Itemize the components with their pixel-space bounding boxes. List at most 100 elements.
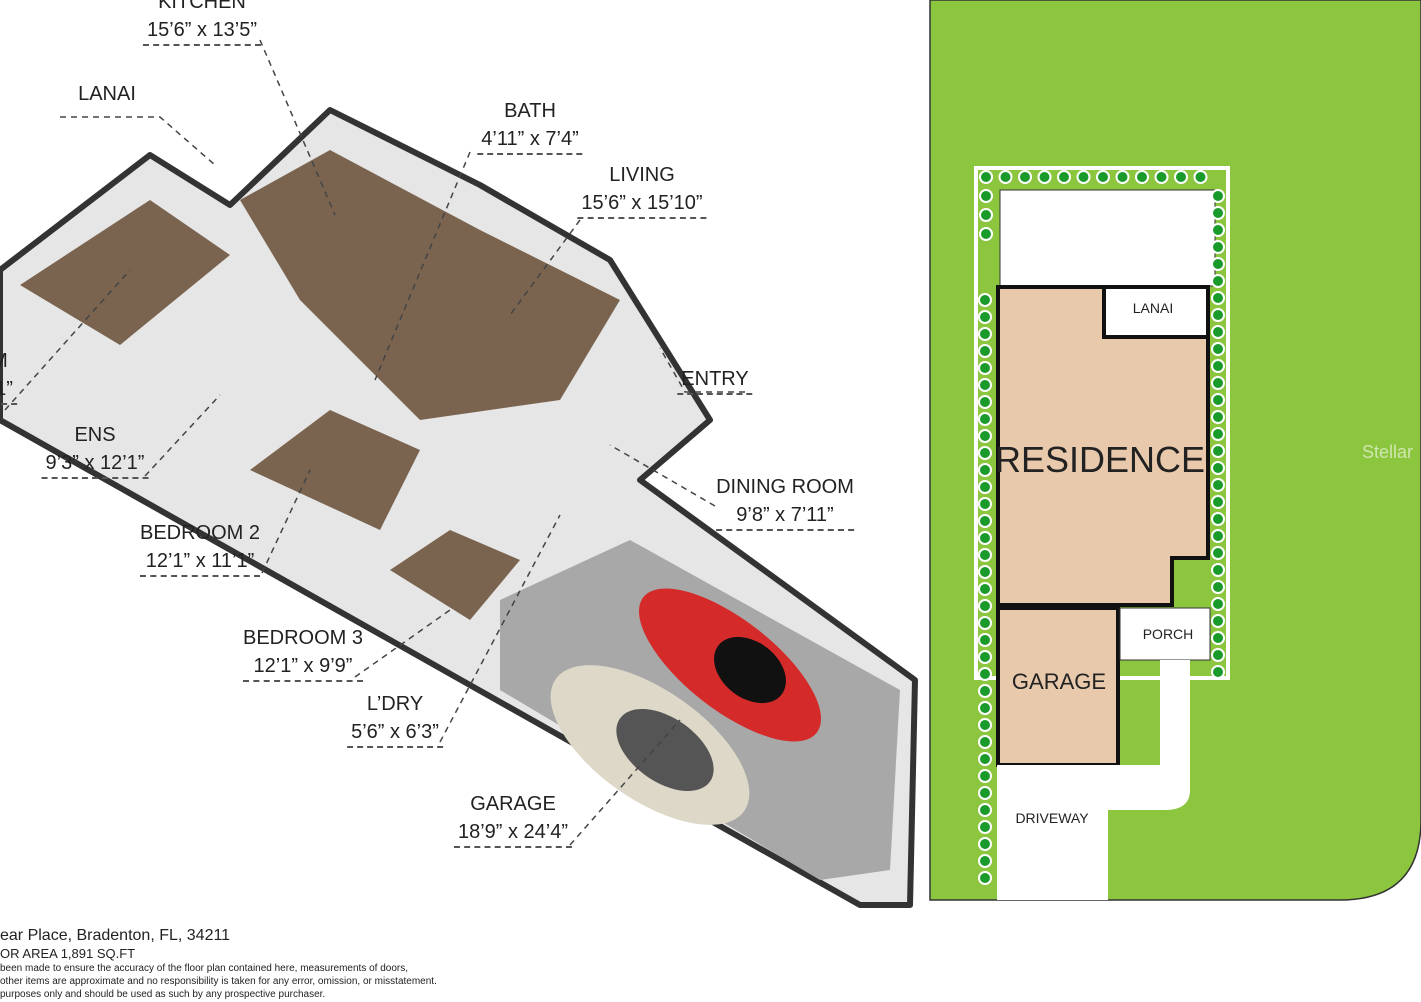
tree-icon: [978, 769, 992, 783]
room-label-master-cut: M 1”: [0, 347, 17, 405]
tree-icon: [978, 548, 992, 562]
tree-icon: [978, 327, 992, 341]
walkway: [1108, 660, 1190, 810]
tree-icon: [1211, 512, 1225, 526]
tree-icon: [978, 565, 992, 579]
tree-icon: [1211, 648, 1225, 662]
tree-icon: [1211, 563, 1225, 577]
room-name: GARAGE: [470, 793, 556, 815]
room-name: BEDROOM 3: [242, 627, 364, 649]
tree-icon: [978, 837, 992, 851]
tree-icon: [978, 633, 992, 647]
room-label-lanai: LANAI: [78, 80, 136, 108]
tree-icon: [978, 310, 992, 324]
tree-icon: [1211, 631, 1225, 645]
garage-floor: [500, 540, 900, 880]
tree-icon: [1211, 342, 1225, 356]
tree-icon: [978, 582, 992, 596]
tree-icon: [1211, 529, 1225, 543]
room-name: DINING ROOM: [716, 476, 854, 498]
disclaimer-line: other items are approximate and no respo…: [0, 976, 437, 987]
tree-icon: [978, 446, 992, 460]
tree-icon: [978, 429, 992, 443]
tree-icon: [1154, 170, 1169, 184]
tree-icon: [1211, 274, 1225, 288]
tree-icon: [978, 701, 992, 715]
bedroom2-floor: [250, 410, 420, 530]
driveway: [997, 765, 1108, 900]
tree-icon: [978, 463, 992, 477]
tree-icon: [978, 293, 992, 307]
tree-icon: [978, 803, 992, 817]
tree-icon: [1211, 597, 1225, 611]
tree-icon: [978, 684, 992, 698]
master-bedroom-floor: [20, 200, 230, 345]
tree-hedge: [978, 170, 1225, 885]
watermark: Stellar: [1362, 442, 1414, 462]
site-porch-label: PORCH: [1142, 626, 1194, 642]
tree-icon: [978, 514, 992, 528]
room-label-dining: DINING ROOM 9’8” x 7’11”: [716, 473, 854, 531]
footer: ear Place, Bradenton, FL, 34211 OR AREA …: [0, 926, 437, 1001]
tree-icon: [1211, 359, 1225, 373]
tree-icon: [978, 718, 992, 732]
tree-icon: [978, 531, 992, 545]
isometric-floor-plan: [0, 39, 918, 908]
room-name: ENS: [74, 424, 116, 446]
room-dims: 15’6” x 13’5”: [142, 16, 262, 46]
tree-icon: [1211, 665, 1225, 679]
tree-icon: [979, 170, 993, 184]
tree-icon: [1211, 240, 1225, 254]
tree-icon: [1211, 580, 1225, 594]
tree-icon: [1076, 170, 1091, 184]
tree-icon: [1037, 170, 1052, 184]
tree-icon: [1211, 495, 1225, 509]
pool-deck: [999, 189, 1216, 287]
tree-icon: [1211, 206, 1225, 220]
room-dims: 12’1” x 9’9”: [242, 652, 364, 682]
tree-icon: [1193, 170, 1208, 184]
tree-icon: [998, 170, 1013, 184]
tree-icon: [978, 871, 992, 885]
site-driveway-label: DRIVEWAY: [1015, 810, 1089, 826]
tree-icon: [1211, 257, 1225, 271]
room-name: ENTRY: [677, 365, 753, 395]
tree-icon: [978, 854, 992, 868]
leader-lines: [4, 39, 745, 846]
porch: [1119, 607, 1211, 661]
tree-icon: [1211, 614, 1225, 628]
tree-icon: [1115, 170, 1130, 184]
tree-icon: [1211, 478, 1225, 492]
tree-icon: [978, 752, 992, 766]
address: ear Place, Bradenton, FL, 34211: [0, 927, 231, 944]
tree-icon: [978, 820, 992, 834]
tree-icon: [978, 735, 992, 749]
tree-icon: [1135, 170, 1149, 184]
room-name: M: [0, 350, 8, 372]
tree-icon: [978, 786, 992, 800]
tree-icon: [978, 412, 992, 426]
tree-icon: [978, 344, 992, 358]
room-dims: 9’8” x 7’11”: [716, 501, 854, 531]
tree-icon: [1211, 461, 1225, 475]
tree-icon: [1174, 170, 1188, 184]
tree-icon: [978, 616, 992, 630]
tree-icon: [979, 189, 993, 203]
room-name: LANAI: [78, 83, 136, 105]
tree-icon: [1211, 410, 1225, 424]
disclaimer-line: been made to ensure the accuracy of the …: [0, 963, 409, 974]
site-residence-label: RESIDENCE: [994, 439, 1206, 480]
site-lanai-label: LANAI: [1132, 300, 1174, 316]
tree-icon: [1211, 223, 1225, 237]
tree-icon: [978, 361, 992, 375]
room-name: L’DRY: [366, 693, 424, 715]
room-dims: 1”: [0, 375, 17, 405]
tree-icon: [1211, 325, 1225, 339]
tree-icon: [978, 378, 992, 392]
room-dims: 9’3” x 12’1”: [41, 449, 149, 479]
kitchen-living-floor: [240, 150, 620, 420]
